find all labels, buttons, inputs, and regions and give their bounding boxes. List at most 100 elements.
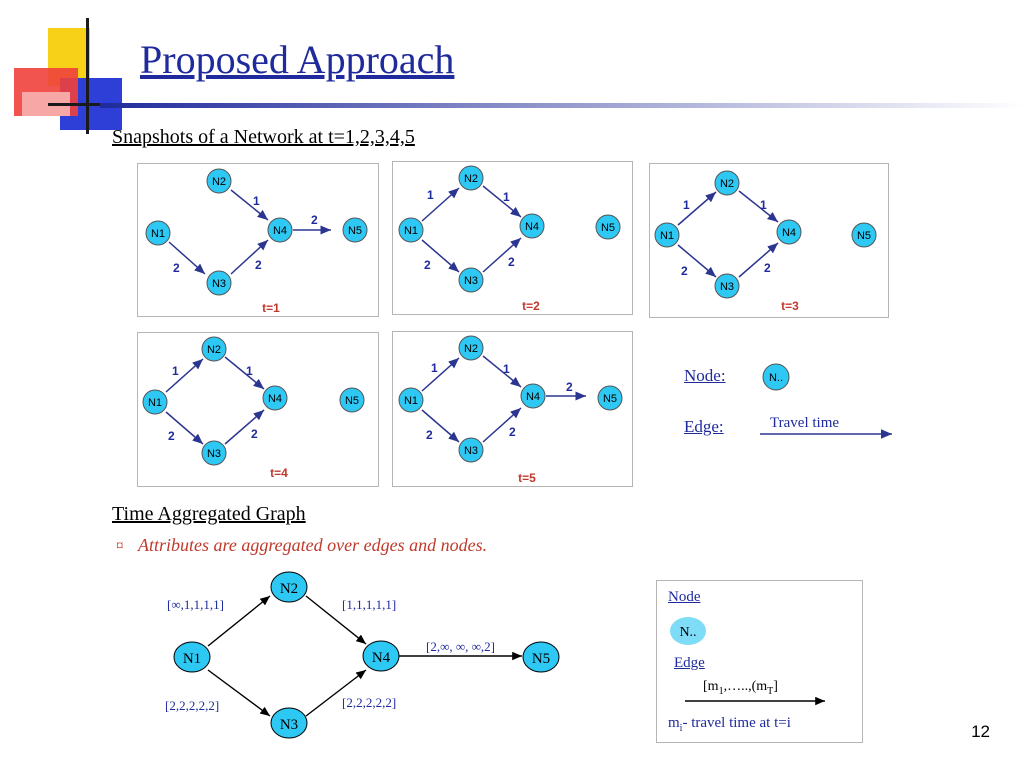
node-n4 (776, 219, 802, 245)
aggregated-legend-box: Node N.. Edge [m1,…..,(mT] mi- travel ti… (656, 580, 863, 743)
edge-label-n1-n3: 2 (424, 258, 431, 272)
legend2-note-part: - travel time at t=i (682, 715, 791, 731)
node-label-n5: N5 (601, 222, 615, 234)
edge-label-n3-n4: 2 (255, 258, 262, 272)
node-label-n5: N5 (857, 230, 871, 242)
agg-node-n1 (173, 641, 211, 673)
node-n3 (201, 440, 227, 466)
node-n1 (398, 217, 424, 243)
agg-edge-label-n1-n2: [∞,1,1,1,1] (167, 597, 224, 612)
node-n4 (519, 213, 545, 239)
legend-node-label: Node: (684, 366, 726, 385)
legend-edge-sample-text: Travel time (770, 415, 840, 431)
edge-n1-n3 (165, 411, 204, 445)
edge-label-n1-n3: 2 (426, 428, 433, 442)
edge-n1-n2 (421, 187, 460, 222)
node-label-n3: N3 (464, 445, 478, 457)
agg-edge-n1-n2 (207, 595, 271, 647)
edge-label-n3-n4: 2 (508, 255, 515, 269)
snapshot-graph-t3: N1 N2 N3 N4 N5 1 1 2 2 t=3 (654, 170, 877, 313)
legend2-edge-sample-sub: T (767, 685, 774, 697)
node-label-n3: N3 (212, 278, 226, 290)
slide-title: Proposed Approach (140, 37, 455, 82)
node-n4 (262, 385, 288, 411)
edge-n3-n4 (482, 237, 522, 273)
agg-node-n3 (270, 707, 308, 739)
edge-n1-n3 (677, 244, 717, 278)
node-label-n4: N4 (526, 391, 540, 403)
title-underline-rule (100, 103, 1024, 108)
aggregated-heading: Time Aggregated Graph (112, 503, 306, 525)
edge-label-n1-n2: 1 (427, 188, 434, 202)
time-label: t=1 (262, 301, 280, 315)
agg-node-label-n4: N4 (372, 650, 391, 666)
snapshot-graph-t1: N1 N2 N3 N4 N5 1 2 2 2 t=1 (145, 168, 368, 315)
agg-edge-label-n4-n5: [2,∞, ∞, ∞,2] (426, 639, 495, 654)
edge-n2-n4 (482, 185, 522, 218)
node-label-n4: N4 (525, 221, 539, 233)
node-n4 (520, 383, 546, 409)
snapshots-heading: Snapshots of a Network at t=1,2,3,4,5 (112, 126, 415, 148)
edge-label-n3-n4: 2 (251, 427, 258, 441)
edge-label-n2-n4: 1 (246, 364, 253, 378)
agg-edge-n2-n4 (305, 595, 367, 645)
node-label-n5: N5 (345, 395, 359, 407)
legend-node-sample: N.. (762, 363, 790, 391)
legend2-edge-sample-part: ] (773, 679, 778, 694)
aggregated-bullet-text: Attributes are aggregated over edges and… (138, 535, 488, 555)
node-label-n2: N2 (212, 176, 226, 188)
legend2-edge-sample-sub: 1 (718, 685, 724, 697)
legend2-node-sample-text: N.. (679, 625, 696, 640)
snapshot-panel-t3: N1 N2 N3 N4 N5 1 1 2 2 t=3 (649, 163, 889, 318)
edge-n1-n3 (421, 239, 460, 273)
node-n4 (267, 217, 293, 243)
edge-n2-n4 (738, 190, 779, 223)
agg-node-label-n2: N2 (280, 581, 298, 597)
edge-n3-n4 (482, 407, 522, 443)
legend2-edge-sample-part: [m (703, 679, 719, 694)
corner-horizontal-line (48, 103, 108, 106)
edge-label-n2-n4: 1 (760, 198, 767, 212)
node-label-n2: N2 (207, 344, 221, 356)
snapshot-graph-t2: N1 N2 N3 N4 N5 1 1 2 2 t=2 (398, 165, 621, 313)
edge-label-n1-n2: 1 (683, 198, 690, 212)
node-n2 (458, 335, 484, 361)
snapshot-panel-t4: N1 N2 N3 N4 N5 1 1 2 2 t=4 (137, 332, 379, 487)
legend-edge-label: Edge: (684, 417, 724, 436)
time-label: t=3 (781, 299, 799, 313)
agg-node-label-n3: N3 (280, 717, 298, 733)
snapshot-panel-t5: N1 N2 N3 N4 N5 1 1 2 2 2 t=5 (392, 331, 633, 487)
node-n1 (654, 222, 680, 248)
legend2-edge-arrow (685, 696, 825, 706)
node-n1 (398, 387, 424, 413)
edge-n3-n4 (738, 242, 779, 278)
snapshot-panel-t2: N1 N2 N3 N4 N5 1 1 2 2 t=2 (392, 161, 633, 315)
agg-node-label-n5: N5 (532, 651, 550, 667)
node-label-n4: N4 (273, 225, 287, 237)
node-label-n1: N1 (660, 230, 674, 242)
edge-label-n4-n5: 2 (566, 380, 573, 394)
legend2-edge-sample: [m1,…..,(mT] (703, 679, 778, 697)
node-n2 (458, 165, 484, 191)
agg-node-n5 (522, 641, 560, 673)
node-label-n2: N2 (720, 178, 734, 190)
node-label-n1: N1 (404, 395, 418, 407)
edge-label-n2-n4: 1 (253, 194, 260, 208)
agg-edge-label-n3-n4: [2,2,2,2,2] (342, 695, 396, 710)
time-label: t=2 (522, 299, 540, 313)
edge-label-n2-n4: 1 (503, 190, 510, 204)
snapshot-graph-t5: N1 N2 N3 N4 N5 1 1 2 2 2 t=5 (398, 335, 623, 485)
node-n5 (342, 217, 368, 243)
edge-label-n3-n4: 2 (509, 425, 516, 439)
agg-edge-n3-n4 (305, 669, 367, 717)
legend2-edge-label: Edge (674, 655, 705, 671)
edge-label-n1-n3: 2 (681, 264, 688, 278)
corner-vertical-line (86, 18, 89, 134)
snapshot-panel-t1: N1 N2 N3 N4 N5 1 2 2 2 t=1 (137, 163, 379, 317)
node-n3 (458, 267, 484, 293)
legend2-note-part: m (668, 715, 680, 731)
node-label-n2: N2 (464, 173, 478, 185)
page-number: 12 (971, 722, 990, 741)
agg-edge-label-n1-n3: [2,2,2,2,2] (165, 698, 219, 713)
node-label-n1: N1 (151, 228, 165, 240)
